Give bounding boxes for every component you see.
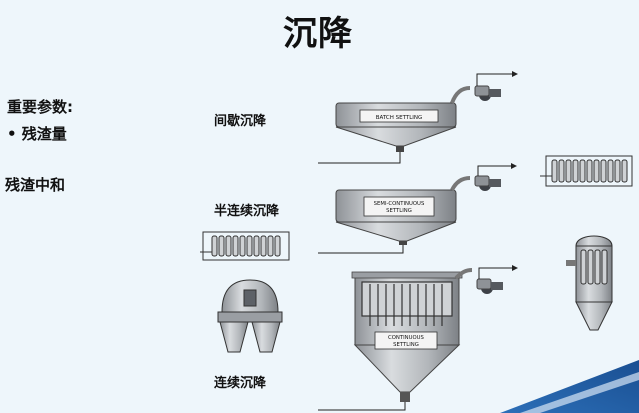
coil-filter-right <box>540 155 633 187</box>
continuous-tank-text-1: CONTINUOUS <box>388 335 425 341</box>
residue-neutralization: 残渣中和 <box>5 176 66 194</box>
params-heading: 重要参数: <box>7 98 73 116</box>
continuous-tank: CONTINUOUS SETTLING <box>318 265 518 411</box>
semi-continuous-tank: SEMI-CONTINUOUS SETTLING <box>318 163 517 254</box>
pump-icon <box>474 85 501 101</box>
pump-icon <box>474 175 501 191</box>
semi-tank-text-2: SETTLING <box>386 208 412 214</box>
continuous-settling-label: 连续沉降 <box>214 376 267 391</box>
coil-filter-left <box>200 231 290 261</box>
semi-continuous-settling-label: 半连续沉降 <box>214 204 280 219</box>
corner-accent <box>500 360 639 413</box>
batch-tank-text: BATCH SETTLING <box>376 115 423 121</box>
page-title: 沉降 <box>283 14 353 54</box>
batch-settling-label: 间歇沉降 <box>214 114 267 129</box>
centrifuge-icon <box>217 279 283 353</box>
pump-icon <box>476 278 503 294</box>
semi-tank-text-1: SEMI-CONTINUOUS <box>374 201 425 207</box>
params-item: • 残渣量 <box>7 125 67 143</box>
continuous-tank-text-2: SETTLING <box>393 342 419 348</box>
filter-vessel-icon <box>566 235 613 331</box>
batch-settling-tank: BATCH SETTLING <box>318 71 518 164</box>
